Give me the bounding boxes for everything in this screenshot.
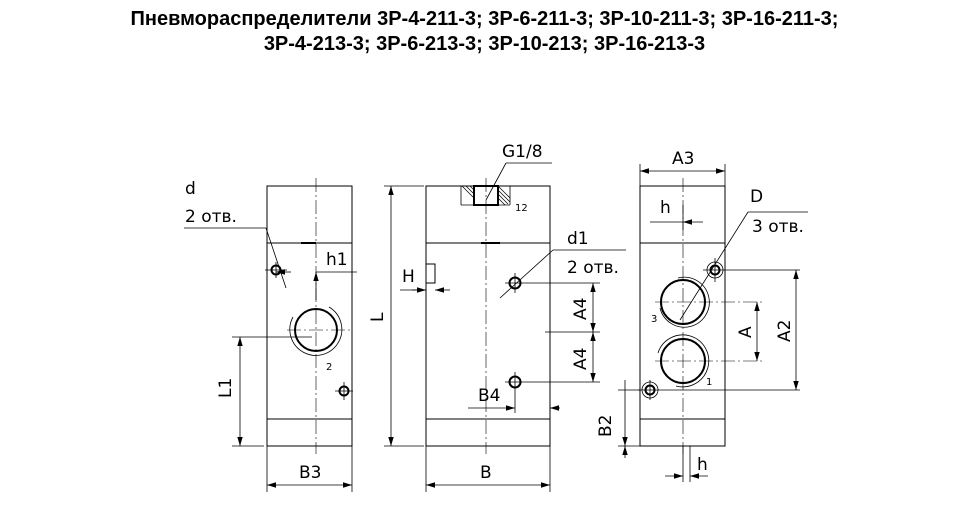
label-port-12: 12 — [515, 203, 528, 214]
label-h1: h1 — [326, 250, 348, 270]
label-d1: d1 — [567, 229, 589, 249]
middle-view-body — [425, 185, 551, 447]
label-B2: B2 — [596, 415, 616, 437]
label-A2: A2 — [775, 320, 795, 342]
label-L: L — [368, 312, 388, 322]
title-line-1: Пневмораспределители 3Р-4-211-3; 3Р-6-21… — [130, 8, 839, 30]
label-B: B — [480, 463, 492, 483]
label-A4-bottom: A4 — [571, 348, 591, 370]
label-h-bottom: h — [697, 455, 708, 475]
left-view-body — [266, 185, 353, 447]
label-G: G1/8 — [502, 142, 543, 162]
label-B3: B3 — [299, 463, 321, 483]
middle-view — [384, 162, 626, 492]
label-A: A — [736, 326, 756, 338]
right-view-body — [639, 185, 726, 447]
label-D: D — [750, 187, 763, 207]
title-line-2: 3Р-4-213-3; 3Р-6-213-3; 3Р-10-213; 3Р-16… — [263, 33, 706, 55]
label-h-top: h — [660, 198, 671, 218]
label-port-1: 1 — [706, 377, 712, 388]
left-view — [184, 178, 357, 492]
right-view — [618, 164, 808, 482]
label-A3: A3 — [672, 149, 694, 169]
label-d: d — [185, 179, 196, 199]
label-A4-top: A4 — [571, 298, 591, 320]
label-B4: B4 — [478, 386, 500, 406]
label-L1: L1 — [216, 378, 236, 398]
label-port-2: 2 — [326, 362, 332, 373]
label-H: H — [402, 267, 415, 287]
label-port-3: 3 — [651, 314, 657, 325]
label-d1-count: 2 отв. — [567, 258, 619, 278]
label-D-count: 3 отв. — [752, 217, 804, 237]
label-d-count: 2 отв. — [185, 207, 237, 227]
